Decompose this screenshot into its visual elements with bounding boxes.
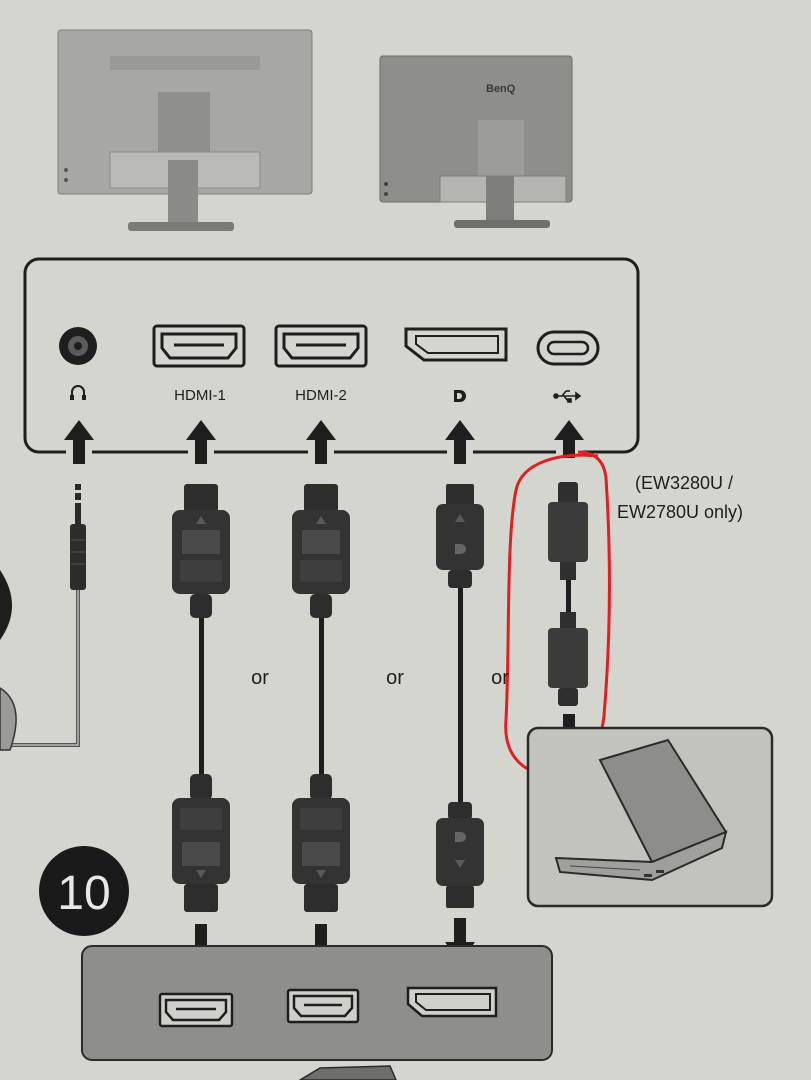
- monitor-rear-right: BenQ: [379, 55, 573, 228]
- arrow-up-dp: [445, 420, 475, 464]
- monitor-right-brand: BenQ: [486, 83, 516, 95]
- displayport-port: [404, 327, 508, 362]
- model-note-line2: EW2780U only): [617, 502, 743, 522]
- model-note-line1: (EW3280U /: [635, 473, 733, 493]
- left-cropped-device: [0, 687, 17, 751]
- usbc-cable: [548, 482, 588, 706]
- monitor-rear-left: [57, 29, 313, 231]
- usb-trident-icon: [553, 390, 582, 403]
- hdmi-cable-1: [172, 484, 230, 912]
- step-number: 10: [57, 867, 110, 920]
- displayport-cable: [436, 484, 484, 908]
- port-panel: [23, 257, 640, 454]
- arrows-up: [64, 420, 584, 464]
- displayport-logo-icon: [454, 390, 466, 402]
- bottom-cropped-object: [298, 1065, 397, 1080]
- arrow-up-hdmi1: [186, 420, 216, 464]
- arrow-up-audio: [64, 420, 94, 464]
- headphone-icon: [70, 385, 86, 400]
- laptop-panel: [526, 726, 774, 908]
- hdmi-2-label: HDMI-2: [295, 387, 347, 404]
- hdmi-1-label: HDMI-1: [174, 387, 226, 404]
- headphone-jack-port: [59, 327, 97, 365]
- source-device-panel: [81, 945, 553, 1061]
- step-number-badge: [39, 846, 129, 936]
- audio-cable: [0, 484, 86, 747]
- arrow-up-usbc: [554, 420, 584, 458]
- left-cropped-circle: [0, 570, 12, 640]
- or-label-2: or: [386, 667, 404, 689]
- arrow-up-hdmi2: [306, 420, 336, 464]
- or-label-3: or: [491, 667, 509, 689]
- usb-c-port: [536, 330, 600, 366]
- hdmi-cable-2: [292, 484, 350, 912]
- hdmi-1-port: [152, 324, 246, 368]
- hdmi-2-port: [274, 324, 368, 368]
- or-label-1: or: [251, 667, 269, 689]
